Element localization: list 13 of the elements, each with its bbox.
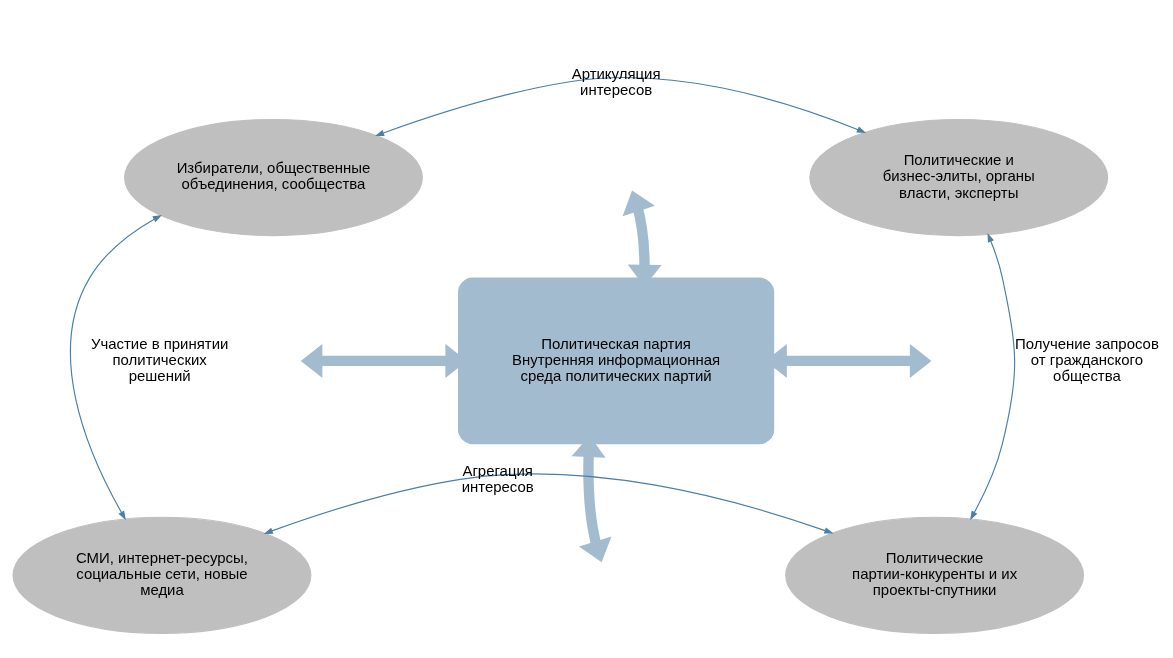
arrow <box>970 233 1016 521</box>
node-box: Политическая партия Внутренняя информационная среда политических партий <box>458 277 775 445</box>
edge-label: Артикуляция интересов <box>571 64 661 98</box>
arrow <box>263 473 834 534</box>
node-ellipse: Избиратели, общественные объединения, сообщества <box>124 118 423 237</box>
node-ellipse: Политические и бизнес-элиты, органы власти, эксперты <box>809 118 1109 237</box>
edge-label: Участие в принятии политических решений <box>90 334 229 384</box>
node-ellipse: СМИ, интернет-ресурсы, социальные сети, новые медиа <box>12 516 312 634</box>
edge-label: Получение запросов от гражданского общества <box>1015 334 1159 384</box>
edge-label: Агрегация интересов <box>461 462 534 496</box>
arrow <box>375 76 867 137</box>
arrow <box>69 214 162 521</box>
node-ellipse: Политические партии-конкуренты и их проекты-спутники <box>785 516 1085 634</box>
